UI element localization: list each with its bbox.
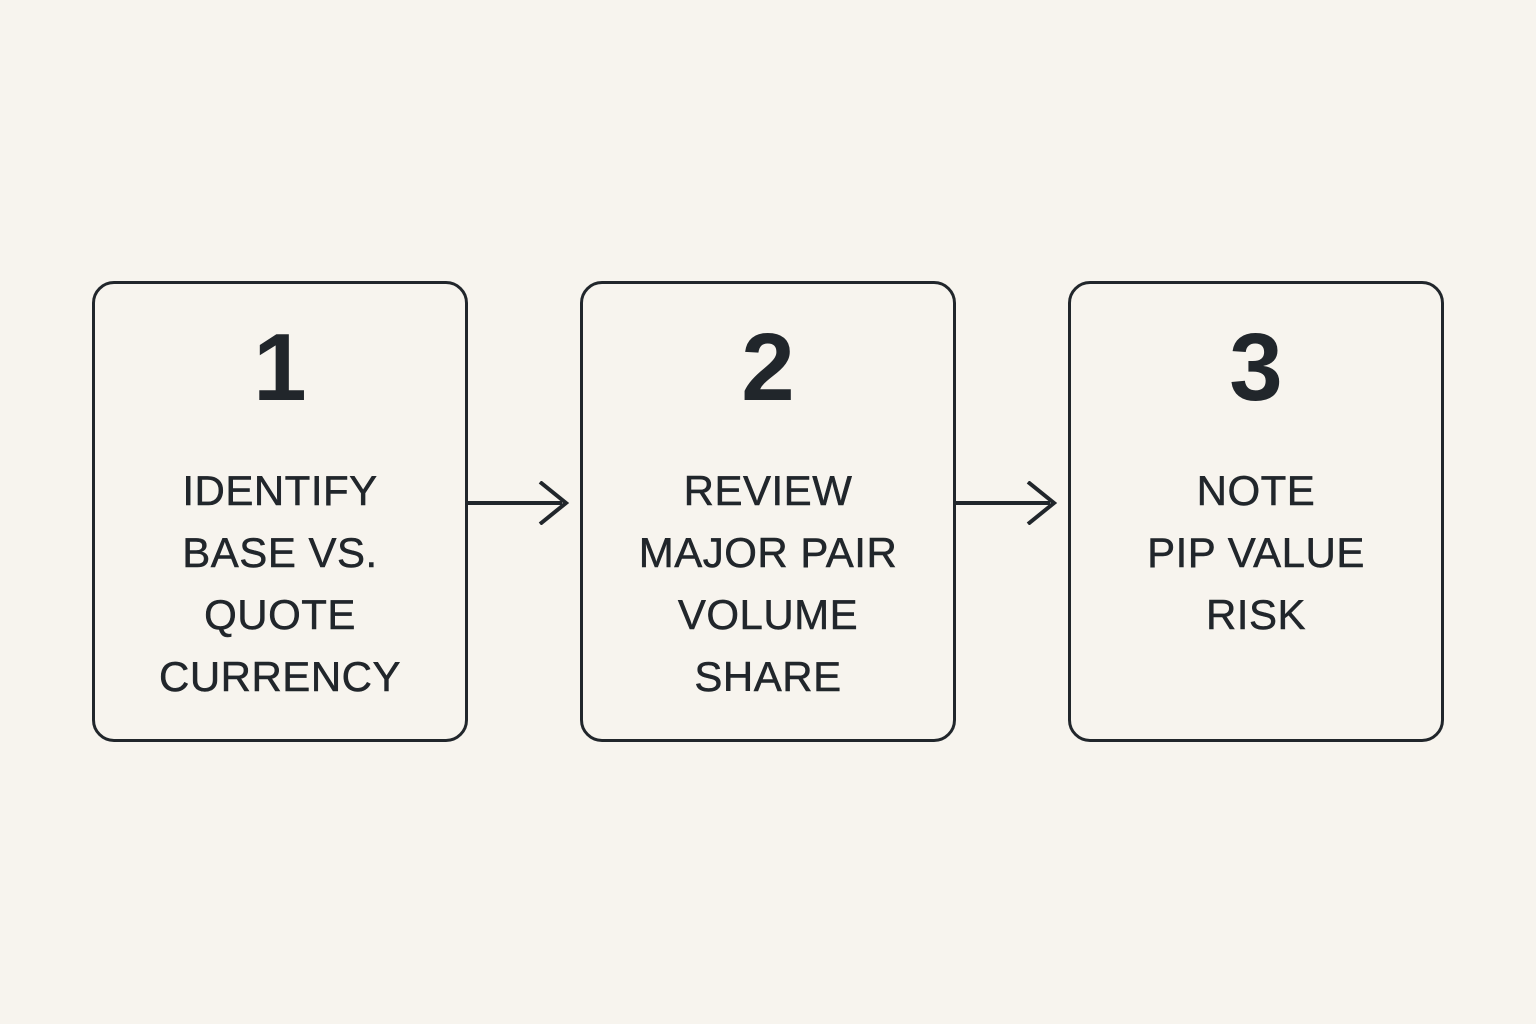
step-card-1: 1 IDENTIFY BASE VS. QUOTE CURRENCY xyxy=(92,281,468,742)
arrow-right-icon xyxy=(956,481,1068,525)
step-label: IDENTIFY BASE VS. QUOTE CURRENCY xyxy=(158,467,401,701)
step-card-3: 3 NOTE PIP VALUE RISK xyxy=(1068,281,1444,742)
step-number: 1 xyxy=(253,314,307,421)
step-label: REVIEW MAJOR PAIR VOLUME SHARE xyxy=(638,467,898,701)
step-label: NOTE PIP VALUE RISK xyxy=(1147,467,1365,639)
arrow-right-icon xyxy=(468,481,580,525)
step-number: 3 xyxy=(1229,314,1283,421)
step-card-2: 2 REVIEW MAJOR PAIR VOLUME SHARE xyxy=(580,281,956,742)
step-number: 2 xyxy=(741,314,795,421)
